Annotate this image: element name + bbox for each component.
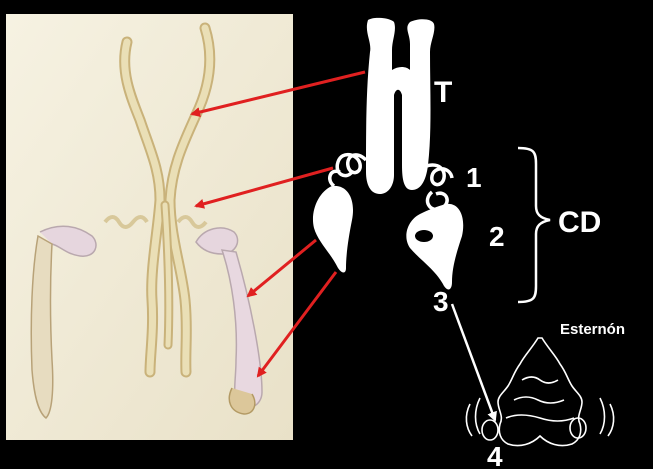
left-coils — [330, 155, 366, 186]
sternum-drawing — [466, 338, 613, 446]
cd-bracket — [518, 148, 550, 302]
arrow-to-sternum — [452, 304, 495, 420]
specimen-photo — [6, 14, 293, 440]
label-one: 1 — [466, 162, 482, 193]
label-three: 3 — [433, 286, 449, 317]
label-trachea: T — [434, 76, 452, 109]
label-two: 2 — [489, 221, 505, 252]
schematic-drawing — [313, 18, 463, 290]
label-four: 4 — [487, 441, 503, 469]
right-sac — [406, 204, 463, 290]
label-cd: CD — [558, 206, 601, 239]
label-sternum: Esternón — [560, 321, 625, 338]
left-sac — [313, 186, 353, 273]
